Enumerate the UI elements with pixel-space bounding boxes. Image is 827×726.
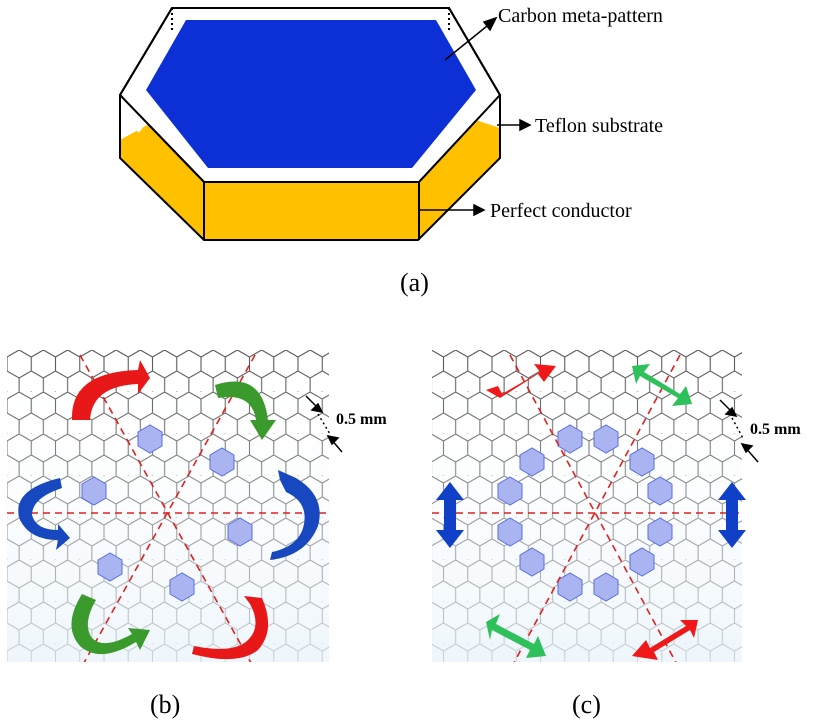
panel-c-dimension-label: 0.5 mm bbox=[750, 421, 801, 438]
green-rotation-arrow-bottom bbox=[71, 594, 150, 655]
panel-c-metasurface bbox=[432, 350, 759, 662]
red-double-arrow-top bbox=[486, 364, 556, 398]
panel-b-dimension-label: 0.5 mm bbox=[336, 411, 387, 428]
panel-c-highlight-cells bbox=[497, 424, 673, 602]
green-double-arrow-bottom bbox=[486, 614, 546, 658]
panel-c-dimension-marker bbox=[719, 399, 759, 463]
carbon-meta-pattern bbox=[146, 20, 476, 168]
teflon-substrate-label: Teflon substrate bbox=[535, 115, 664, 137]
carbon-meta-pattern-label: Carbon meta-pattern bbox=[498, 5, 663, 27]
red-double-arrow-bottom bbox=[632, 620, 698, 660]
panel-c-label: (c) bbox=[572, 690, 601, 719]
panel-b-metasurface bbox=[7, 350, 343, 662]
red-rotation-arrow-bottom bbox=[192, 596, 269, 660]
box-outline bbox=[119, 7, 501, 241]
panel-b-symmetry-lines bbox=[7, 354, 329, 662]
panel-b-highlight-cells bbox=[81, 424, 253, 602]
red-rotation-arrow-top bbox=[71, 360, 150, 420]
panel-b-rotation-arrows bbox=[18, 360, 320, 660]
green-rotation-arrow-top bbox=[215, 381, 276, 440]
blue-rotation-arrow-right bbox=[270, 470, 320, 560]
blue-double-arrow-right bbox=[718, 482, 746, 548]
hidden-edges bbox=[171, 8, 450, 30]
panel-b-dimension-marker bbox=[305, 395, 343, 453]
perfect-conductor-label: Perfect conductor bbox=[490, 200, 632, 222]
blue-rotation-arrow-left bbox=[18, 478, 70, 550]
panel-b-label: (b) bbox=[150, 690, 181, 719]
panel-c-linear-arrows bbox=[436, 364, 746, 660]
callout-arrows bbox=[418, 16, 532, 217]
panel-a-label: (a) bbox=[400, 268, 429, 297]
conductor-left-strip bbox=[120, 118, 204, 240]
conductor-front-face bbox=[204, 182, 419, 240]
blue-double-arrow-left bbox=[436, 482, 464, 548]
panel-a-unit-cell bbox=[118, 7, 532, 241]
green-double-arrow-top bbox=[632, 364, 692, 406]
panel-c-symmetry-lines bbox=[432, 354, 742, 662]
